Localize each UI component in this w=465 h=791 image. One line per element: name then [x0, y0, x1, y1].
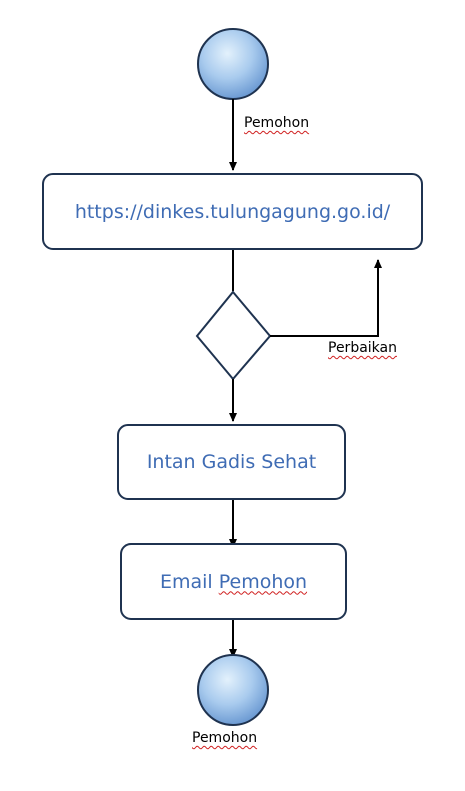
start-node-label: Pemohon: [244, 115, 310, 131]
step-intan-text: Intan Gadis Sehat: [146, 451, 317, 473]
step-url-box: https://dinkes.tulungagung.go.id/: [42, 173, 423, 250]
step-email-marked-word: Pemohon: [218, 570, 308, 593]
connector-perbaikan-loop: [270, 259, 382, 337]
step-email-pemohon-box: Email Pemohon: [120, 543, 347, 620]
start-node: [197, 28, 269, 100]
step-url-text: https://dinkes.tulungagung.go.id/: [74, 200, 391, 223]
step-email-text: Email Pemohon: [160, 571, 307, 593]
decision-diamond: [195, 290, 272, 381]
step-email-prefix: Email: [159, 570, 219, 593]
perbaikan-loop-label: Perbaikan: [328, 340, 397, 356]
end-node: [197, 654, 269, 726]
end-node-label: Pemohon: [192, 730, 258, 746]
step-intan-gadis-sehat-box: Intan Gadis Sehat: [117, 424, 346, 500]
